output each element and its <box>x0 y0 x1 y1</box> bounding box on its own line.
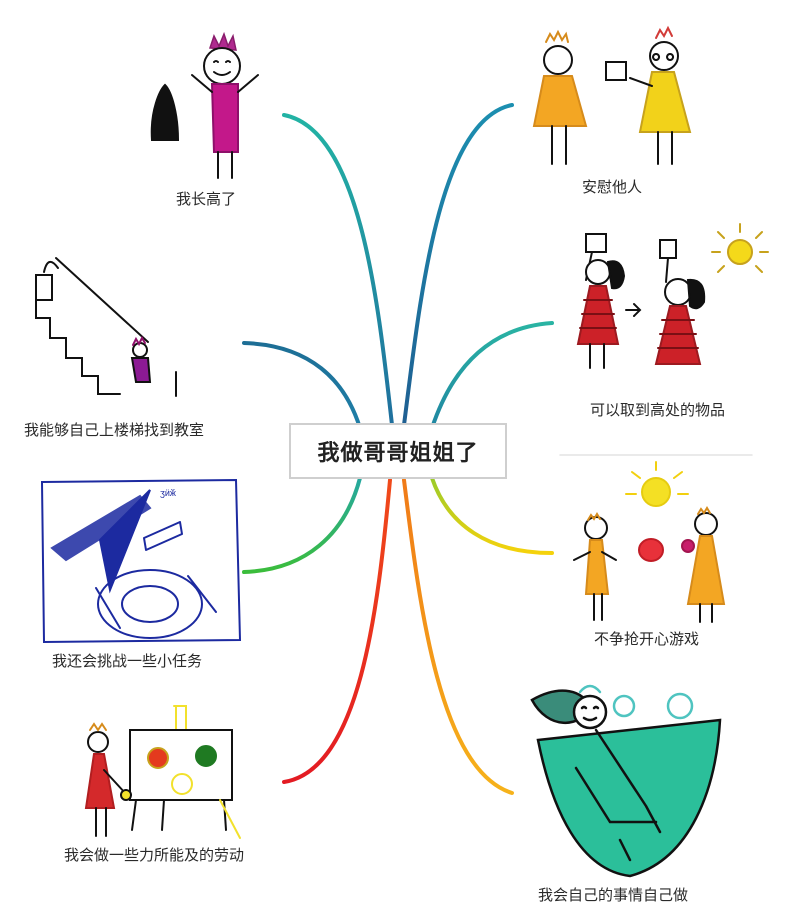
branch-label-share[interactable]: 不争抢开心游戏 <box>594 630 700 648</box>
connector-self <box>402 478 514 795</box>
picture-reach <box>576 223 769 369</box>
central-topic[interactable]: 我做哥哥姐姐了 <box>289 423 507 479</box>
branch-label-task[interactable]: 我还会挑战一些小任务 <box>52 652 203 670</box>
branch-label-reach[interactable]: 可以取到高处的物品 <box>590 401 726 419</box>
connector-reach <box>430 321 554 430</box>
branch-label-self[interactable]: 我会自己的事情自己做 <box>538 886 689 904</box>
connector-stairs <box>242 341 362 430</box>
picture-share <box>559 454 753 623</box>
connector-tall <box>282 113 394 427</box>
picture-easel <box>84 705 241 839</box>
picture-self <box>530 684 722 878</box>
picture-comfort <box>532 25 692 165</box>
picture-tall-child <box>150 31 259 179</box>
branch-label-tall[interactable]: 我长高了 <box>176 190 237 208</box>
connector-labor <box>282 478 392 784</box>
branch-label-comfort[interactable]: 安慰他人 <box>582 178 643 196</box>
connector-comfort <box>402 103 514 427</box>
connector-task <box>242 476 362 574</box>
connector-share <box>430 476 554 555</box>
branch-label-labor[interactable]: 我会做一些力所能及的劳动 <box>64 846 245 864</box>
branch-label-stairs[interactable]: 我能够自己上楼梯找到教室 <box>24 421 205 439</box>
svg-text:ӡӥӂ: ӡӥӂ <box>160 488 176 498</box>
picture-task: ӡӥӂ <box>40 478 242 644</box>
picture-stairs <box>35 257 177 397</box>
branch-connectors <box>242 103 554 795</box>
